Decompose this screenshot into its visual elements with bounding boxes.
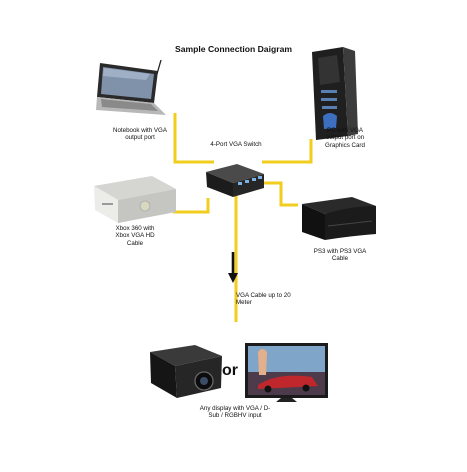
- cable-arrow: [228, 252, 238, 283]
- cable-ps3: [262, 181, 298, 207]
- ps3-console-icon: [302, 197, 376, 240]
- cable-lines: [173, 113, 313, 322]
- pc-tower-icon: [312, 47, 358, 140]
- ps3-label: PS3 with PS3 VGA Cable: [313, 248, 367, 263]
- display-label: Any display with VGA / D- Sub / RGBHV in…: [199, 405, 271, 420]
- tv-display-icon: [245, 343, 328, 402]
- projector-icon: [150, 345, 222, 398]
- notebook-icon: [96, 59, 166, 115]
- vga-switch-icon: [206, 164, 264, 197]
- diagram-title: Sample Connection Daigram: [175, 44, 292, 54]
- cable-label: VGA Cable up to 20 Meter: [236, 292, 291, 307]
- xbox-label: Xbox 360 with Xbox VGA HD Cable: [115, 225, 155, 247]
- cable-xbox: [173, 198, 210, 214]
- pc-label: PC with VGA output port on Graphics Card: [325, 127, 365, 149]
- switch-label: 4-Port VGA Switch: [210, 141, 262, 148]
- or-text: or: [222, 362, 238, 379]
- cable-pc: [262, 139, 313, 164]
- cable-notebook: [173, 113, 214, 164]
- xbox-console-icon: [94, 176, 176, 223]
- notebook-label: Notebook with VGA output port: [113, 127, 167, 142]
